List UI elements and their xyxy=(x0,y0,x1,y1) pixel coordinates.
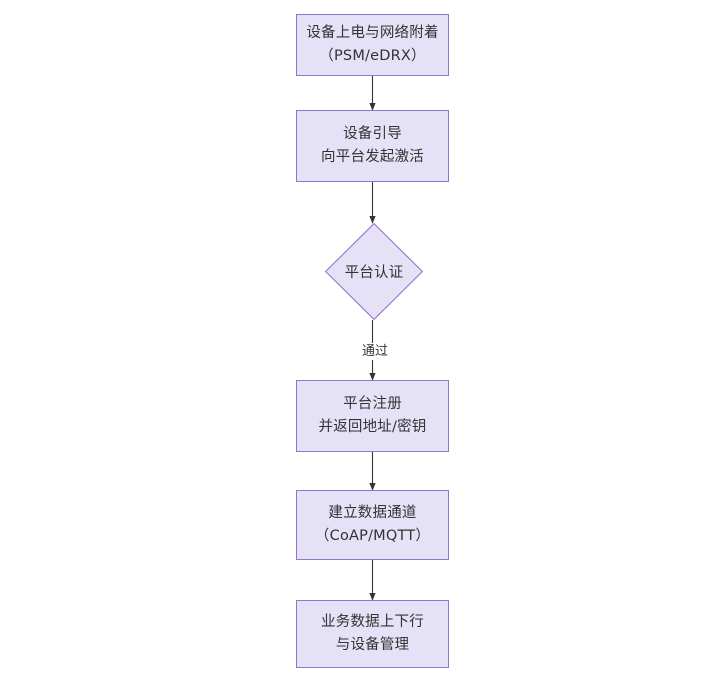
node-platform-auth[interactable]: 平台认证 xyxy=(325,223,423,320)
node-bootstrap-line-2: 向平台发起激活 xyxy=(321,149,424,165)
node-data-channel-line-1: 建立数据通道 xyxy=(328,504,417,521)
node-service-data[interactable]: 业务数据上下行 与设备管理 xyxy=(296,600,449,668)
node-service-data-line-1: 业务数据上下行 xyxy=(321,613,424,630)
node-platform-auth-label: 平台认证 xyxy=(344,265,404,281)
node-data-channel[interactable]: 建立数据通道 （CoAP/MQTT） xyxy=(296,490,449,560)
node-platform-register[interactable]: 平台注册 并返回地址/密钥 xyxy=(296,380,449,452)
edge-label-pass: 通过 xyxy=(351,343,399,360)
node-platform-register-line-1: 平台注册 xyxy=(343,395,402,412)
node-bootstrap-line-1: 设备引导 xyxy=(343,125,402,142)
diamond-shape xyxy=(325,223,423,320)
node-power-on-line-2: （PSM/eDRX） xyxy=(319,48,426,64)
node-platform-register-line-2: 并返回地址/密钥 xyxy=(318,419,427,435)
node-power-on[interactable]: 设备上电与网络附着 （PSM/eDRX） xyxy=(296,14,449,76)
node-data-channel-line-2: （CoAP/MQTT） xyxy=(314,528,431,544)
node-bootstrap[interactable]: 设备引导 向平台发起激活 xyxy=(296,110,449,182)
node-service-data-line-2: 与设备管理 xyxy=(335,637,410,653)
node-power-on-line-1: 设备上电与网络附着 xyxy=(306,24,439,41)
